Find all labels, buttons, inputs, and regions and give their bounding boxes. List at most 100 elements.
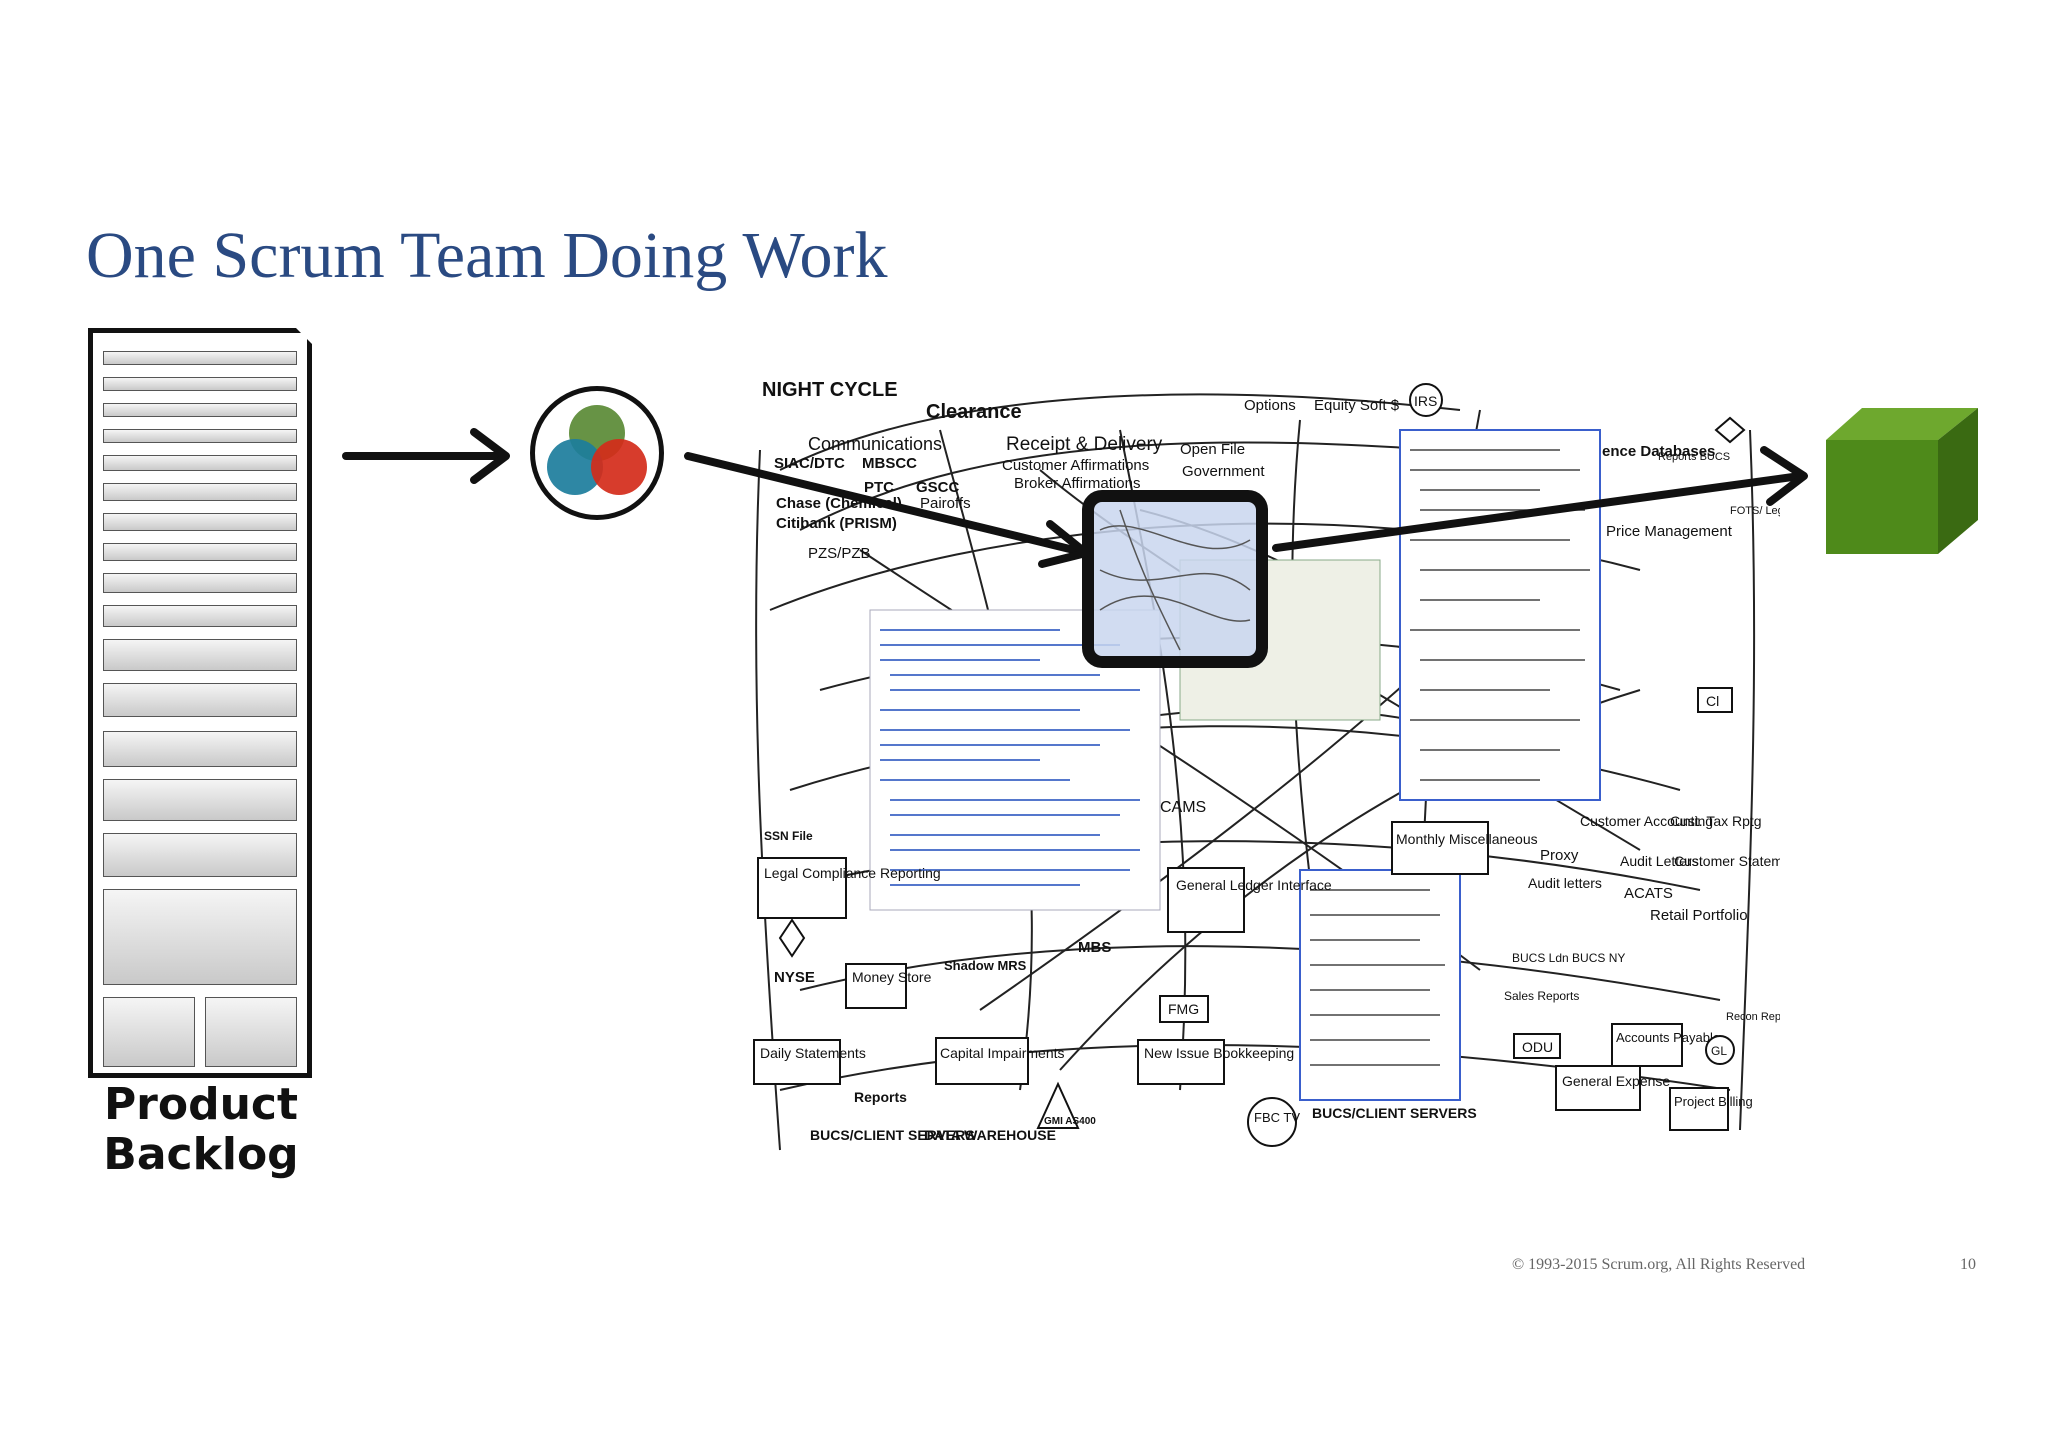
label-clearance: Clearance bbox=[926, 401, 1022, 423]
label-legal-compliance: Legal Compliance Reporting bbox=[764, 865, 941, 881]
backlog-item bbox=[103, 833, 297, 877]
label-customer-statements: Customer Statements bbox=[1674, 853, 1780, 869]
capital-impairments-node bbox=[935, 1037, 1029, 1085]
label-bucs-ldn-ny: BUCS Ldn BUCS NY bbox=[1512, 951, 1625, 965]
backlog-item bbox=[103, 513, 297, 531]
label-price-management: Price Management bbox=[1606, 523, 1733, 540]
label-chase: Chase (Chemical) bbox=[776, 495, 902, 512]
backlog-item bbox=[103, 997, 195, 1067]
fmg-node bbox=[1159, 995, 1209, 1023]
focus-box-scribbles bbox=[1099, 509, 1251, 651]
team-members-icon bbox=[547, 405, 647, 495]
general-ledger-node bbox=[1167, 867, 1245, 933]
general-expense-node bbox=[1555, 1065, 1641, 1111]
backlog-item bbox=[103, 543, 297, 561]
label-night-cycle: NIGHT CYCLE bbox=[762, 379, 898, 401]
new-issue-node bbox=[1137, 1039, 1225, 1085]
odu-node bbox=[1513, 1033, 1561, 1059]
code-window bbox=[1299, 869, 1461, 1101]
gl-node bbox=[1705, 1035, 1735, 1065]
label-bucs-client-servers-2: BUCS/CLIENT SERVERS bbox=[1312, 1105, 1477, 1121]
label-cl: Cl bbox=[1706, 693, 1719, 709]
slide-title: One Scrum Team Doing Work bbox=[86, 219, 888, 292]
label-reference-databases: ence Databases bbox=[1602, 443, 1715, 460]
footer-copyright: © 1993-2015 Scrum.org, All Rights Reserv… bbox=[1512, 1256, 1806, 1273]
focus-box bbox=[1082, 490, 1268, 668]
hr-node bbox=[778, 918, 806, 958]
page-number: 10 bbox=[1960, 1256, 1976, 1273]
label-fots-legal: FOTS/ Legal bbox=[1730, 505, 1780, 517]
code-window-lines bbox=[880, 629, 1140, 886]
label-pairoffs: Pairoffs bbox=[920, 495, 971, 512]
money-store-node bbox=[845, 963, 907, 1009]
label-fmg: FMG bbox=[1168, 1001, 1199, 1017]
backlog-item bbox=[103, 377, 297, 391]
backlog-item bbox=[103, 573, 297, 593]
backlog-item bbox=[205, 997, 297, 1067]
label-ptc: PTC bbox=[864, 479, 894, 496]
label-equity-soft: Equity Soft $ bbox=[1314, 397, 1400, 414]
label-audit-letters-2: Audit letters bbox=[1528, 875, 1602, 891]
label-gscc: GSCC bbox=[916, 479, 960, 496]
label-retail-portfolio: Retail Portfolio bbox=[1650, 907, 1748, 924]
label-capital-impairments: Capital Impairments bbox=[940, 1045, 1065, 1061]
backlog-item bbox=[103, 731, 297, 767]
label-reports-bucs: Reports BUCS bbox=[1658, 451, 1730, 463]
backlog-item bbox=[103, 605, 297, 627]
label-receipt-delivery: Receipt & Delivery bbox=[1006, 434, 1163, 455]
fbc-tv-node bbox=[1247, 1097, 1297, 1147]
backlog-item bbox=[103, 889, 297, 985]
backlog-label-line1: Product bbox=[103, 1079, 299, 1130]
label-general-expense: General Expense bbox=[1562, 1073, 1670, 1089]
label-money-store: Money Store bbox=[852, 969, 932, 985]
backlog-label-line2: Backlog bbox=[103, 1129, 299, 1180]
backlog-item bbox=[103, 351, 297, 365]
label-recon-report: Recon Report bbox=[1726, 1011, 1780, 1023]
label-citibank: Citibank (PRISM) bbox=[776, 515, 897, 532]
label-cams: CAMS bbox=[1160, 799, 1206, 816]
label-government: Government bbox=[1182, 463, 1265, 480]
cl-node bbox=[1697, 687, 1733, 713]
label-irs: IRS bbox=[1414, 393, 1437, 409]
backlog-item bbox=[103, 403, 297, 417]
label-odu: ODU bbox=[1522, 1039, 1553, 1055]
backlog-item bbox=[103, 683, 297, 717]
cube-top-face bbox=[1826, 408, 1978, 440]
label-customer-accounting: Customer Accounting bbox=[1580, 813, 1713, 829]
label-ssn-file: SSN File bbox=[764, 829, 813, 843]
label-cust-tax-rptg: Cust. Tax Rptg bbox=[1670, 813, 1762, 829]
label-open-file: Open File bbox=[1180, 441, 1245, 458]
backlog-item bbox=[103, 429, 297, 443]
label-new-issue: New Issue Bookkeeping bbox=[1144, 1045, 1294, 1061]
label-gmi-as400: GMI AS400 bbox=[1044, 1116, 1096, 1127]
backlog-item bbox=[103, 483, 297, 501]
backlog-item bbox=[103, 455, 297, 471]
backlog-item bbox=[103, 779, 297, 821]
arrow-head bbox=[470, 428, 510, 484]
product-backlog-document bbox=[88, 328, 312, 1078]
scrum-team-circle bbox=[530, 386, 664, 520]
cube-side-face bbox=[1938, 408, 1978, 554]
gmi-node bbox=[1036, 1081, 1080, 1129]
system-map-labels: NIGHT CYCLE Clearance Communications SIA… bbox=[753, 379, 1780, 1147]
cube-front-face bbox=[1826, 440, 1938, 554]
page-fold bbox=[296, 328, 312, 344]
legacy-system-map: NIGHT CYCLE Clearance Communications SIA… bbox=[753, 379, 1780, 1151]
label-monthly-misc: Monthly Miscellaneous bbox=[1396, 831, 1538, 847]
label-gl: GL bbox=[1711, 1044, 1727, 1058]
label-proxy: Proxy bbox=[1540, 847, 1579, 864]
label-communications: Communications bbox=[808, 434, 942, 454]
label-nyse: NYSE bbox=[774, 969, 815, 986]
legal-compliance-node bbox=[757, 857, 847, 919]
label-siac-dtc: SIAC/DTC bbox=[774, 455, 845, 472]
backlog-item bbox=[103, 639, 297, 671]
label-pzs-pzb: PZS/PZB bbox=[808, 545, 871, 562]
irs-node bbox=[1409, 383, 1443, 417]
label-bucs-client-servers-1: BUCS/CLIENT SERVERS bbox=[810, 1127, 975, 1143]
label-shadow-mrs: Shadow MRS bbox=[944, 958, 1027, 973]
label-broker-affirmations: Broker Affirmations bbox=[1014, 475, 1140, 492]
label-daily-statements: Daily Statements bbox=[760, 1045, 866, 1061]
label-mbs: MBS bbox=[1078, 939, 1111, 956]
team-member-dot bbox=[591, 439, 647, 495]
label-audit-letters: Audit Letters bbox=[1620, 853, 1699, 869]
